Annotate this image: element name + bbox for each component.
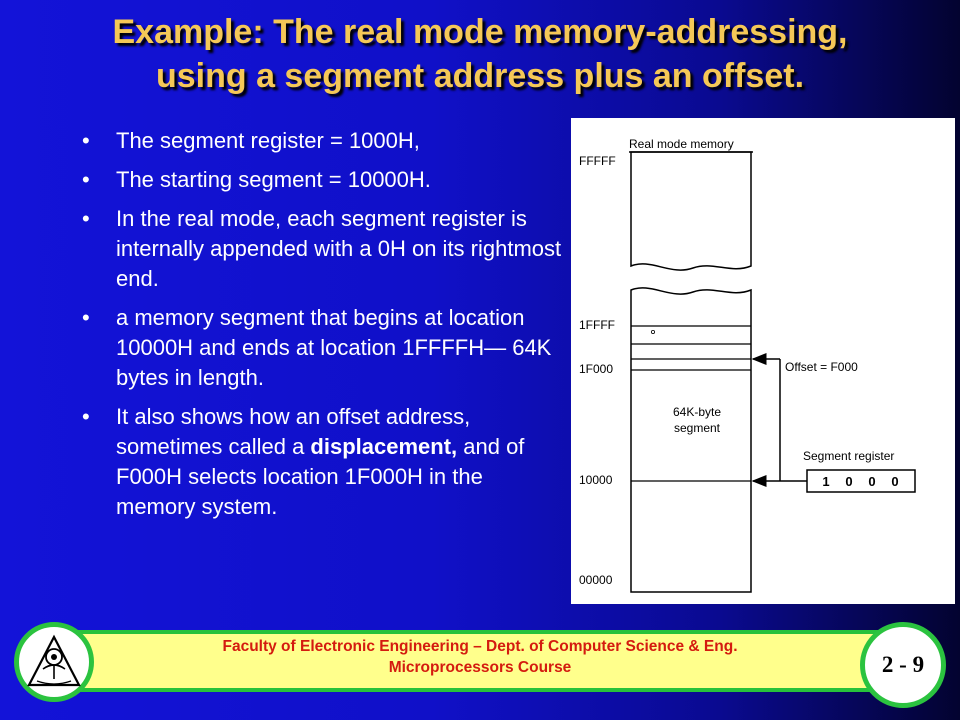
memory-diagram: Real mode memory FFFFF 1FFFF 1F000 10000… [571, 118, 955, 604]
footer-line-2: Microprocessors Course [388, 659, 572, 676]
bullet-dot: • [82, 206, 90, 231]
bullet-text: It also shows how an offset address, som… [116, 404, 524, 519]
bullet-text: The segment register = 1000H, [116, 128, 420, 153]
bullet-dot: • [82, 404, 90, 429]
memory-upper-block [630, 151, 752, 271]
bullet-text-pre: It also shows how an offset address, som… [116, 404, 471, 459]
memory-lower-block [630, 287, 752, 593]
bullet-item: • The starting segment = 10000H. [82, 165, 562, 195]
footer-text: Faculty of Electronic Engineering – Dept… [100, 636, 860, 678]
bullet-dot: • [82, 305, 90, 330]
bullet-text: a memory segment that begins at location… [116, 305, 552, 390]
bullet-text-bold: displacement, [310, 434, 458, 459]
bullet-item: • The segment register = 1000H, [82, 126, 562, 156]
bullet-text: The starting segment = 10000H. [116, 167, 431, 192]
faculty-logo [14, 622, 94, 702]
segment-register-digit: 0 [868, 474, 875, 489]
faculty-logo-icon [27, 634, 81, 687]
addr-1f000: 1F000 [579, 362, 613, 376]
slide-title: Example: The real mode memory-addressing… [0, 10, 960, 98]
addr-00000: 00000 [579, 573, 613, 587]
slide-title-line-1: Example: The real mode memory-addressing… [112, 13, 848, 51]
bullet-text: In the real mode, each segment register … [116, 206, 562, 291]
memory-diagram-svg: Real mode memory FFFFF 1FFFF 1F000 10000… [579, 137, 916, 593]
segment-register-digit: 0 [891, 474, 898, 489]
addr-fffff: FFFFF [579, 154, 616, 168]
addr-1ffff: 1FFFF [579, 318, 615, 332]
offset-label: Offset = F000 [785, 360, 858, 374]
footer-line-1: Faculty of Electronic Engineering – Dept… [222, 638, 738, 655]
addr-10000: 10000 [579, 473, 613, 487]
bullet-dot: • [82, 128, 90, 153]
bullet-item: • It also shows how an offset address, s… [82, 402, 562, 522]
bullet-item: • a memory segment that begins at locati… [82, 303, 562, 393]
bullet-list: • The segment register = 1000H, • The st… [82, 126, 562, 531]
bullet-item: • In the real mode, each segment registe… [82, 204, 562, 294]
segment-label-line-2: segment [674, 421, 721, 435]
segment-register-digit: 1 [822, 474, 829, 489]
marker-dot [651, 329, 656, 334]
bullet-text-post: and of F000H selects location 1F000H in … [116, 434, 525, 519]
segment-register-label: Segment register [803, 449, 894, 463]
page-number-badge: 2 - 9 [860, 622, 946, 708]
page-number: 2 - 9 [881, 652, 925, 677]
slide-title-line-2: using a segment address plus an offset. [155, 57, 805, 95]
memory-title: Real mode memory [629, 137, 734, 151]
segment-label-line-1: 64K-byte [673, 405, 721, 419]
bullet-dot: • [82, 167, 90, 192]
segment-register-digit: 0 [845, 474, 852, 489]
